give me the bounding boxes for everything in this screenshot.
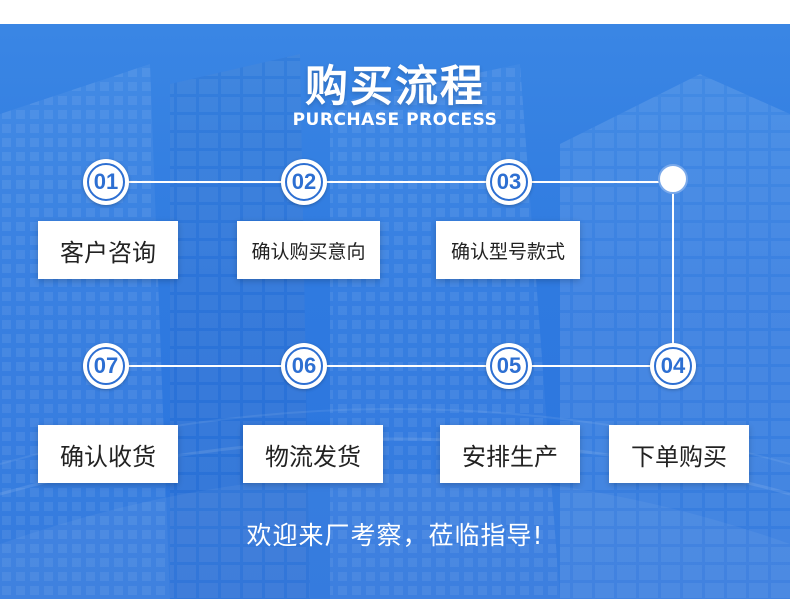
step-number-07: 07 <box>83 343 129 389</box>
step-box-confirm-receipt: 确认收货 <box>38 425 178 483</box>
step-number-01: 01 <box>83 159 129 205</box>
step-number-text: 04 <box>654 347 692 385</box>
step-number-text: 03 <box>490 163 528 201</box>
step-number-03: 03 <box>486 159 532 205</box>
step-number-text: 05 <box>490 347 528 385</box>
step-box-order: 下单购买 <box>609 425 749 483</box>
step-number-text: 07 <box>87 347 125 385</box>
page-subtitle: PURCHASE PROCESS <box>292 110 498 130</box>
step-number-text: 01 <box>87 163 125 201</box>
step-number-text: 02 <box>285 163 323 201</box>
connector-top <box>106 181 673 183</box>
step-box-confirm-intent: 确认购买意向 <box>237 221 380 279</box>
step-box-confirm-model: 确认型号款式 <box>436 221 580 279</box>
process-banner: 购买流程 PURCHASE PROCESS 01 02 03 07 06 05 … <box>0 24 790 599</box>
step-box-logistics: 物流发货 <box>243 425 383 483</box>
page-title: 购买流程 <box>305 62 485 112</box>
footer-slogan: 欢迎来厂考察，莅临指导! <box>246 521 544 550</box>
connector-bottom <box>106 365 673 367</box>
step-number-05: 05 <box>486 343 532 389</box>
step-number-06: 06 <box>281 343 327 389</box>
corner-node <box>658 164 688 194</box>
connector-right <box>672 181 674 366</box>
step-box-production: 安排生产 <box>440 425 580 483</box>
step-number-04: 04 <box>650 343 696 389</box>
step-box-consult: 客户咨询 <box>38 221 178 279</box>
step-number-02: 02 <box>281 159 327 205</box>
step-number-text: 06 <box>285 347 323 385</box>
